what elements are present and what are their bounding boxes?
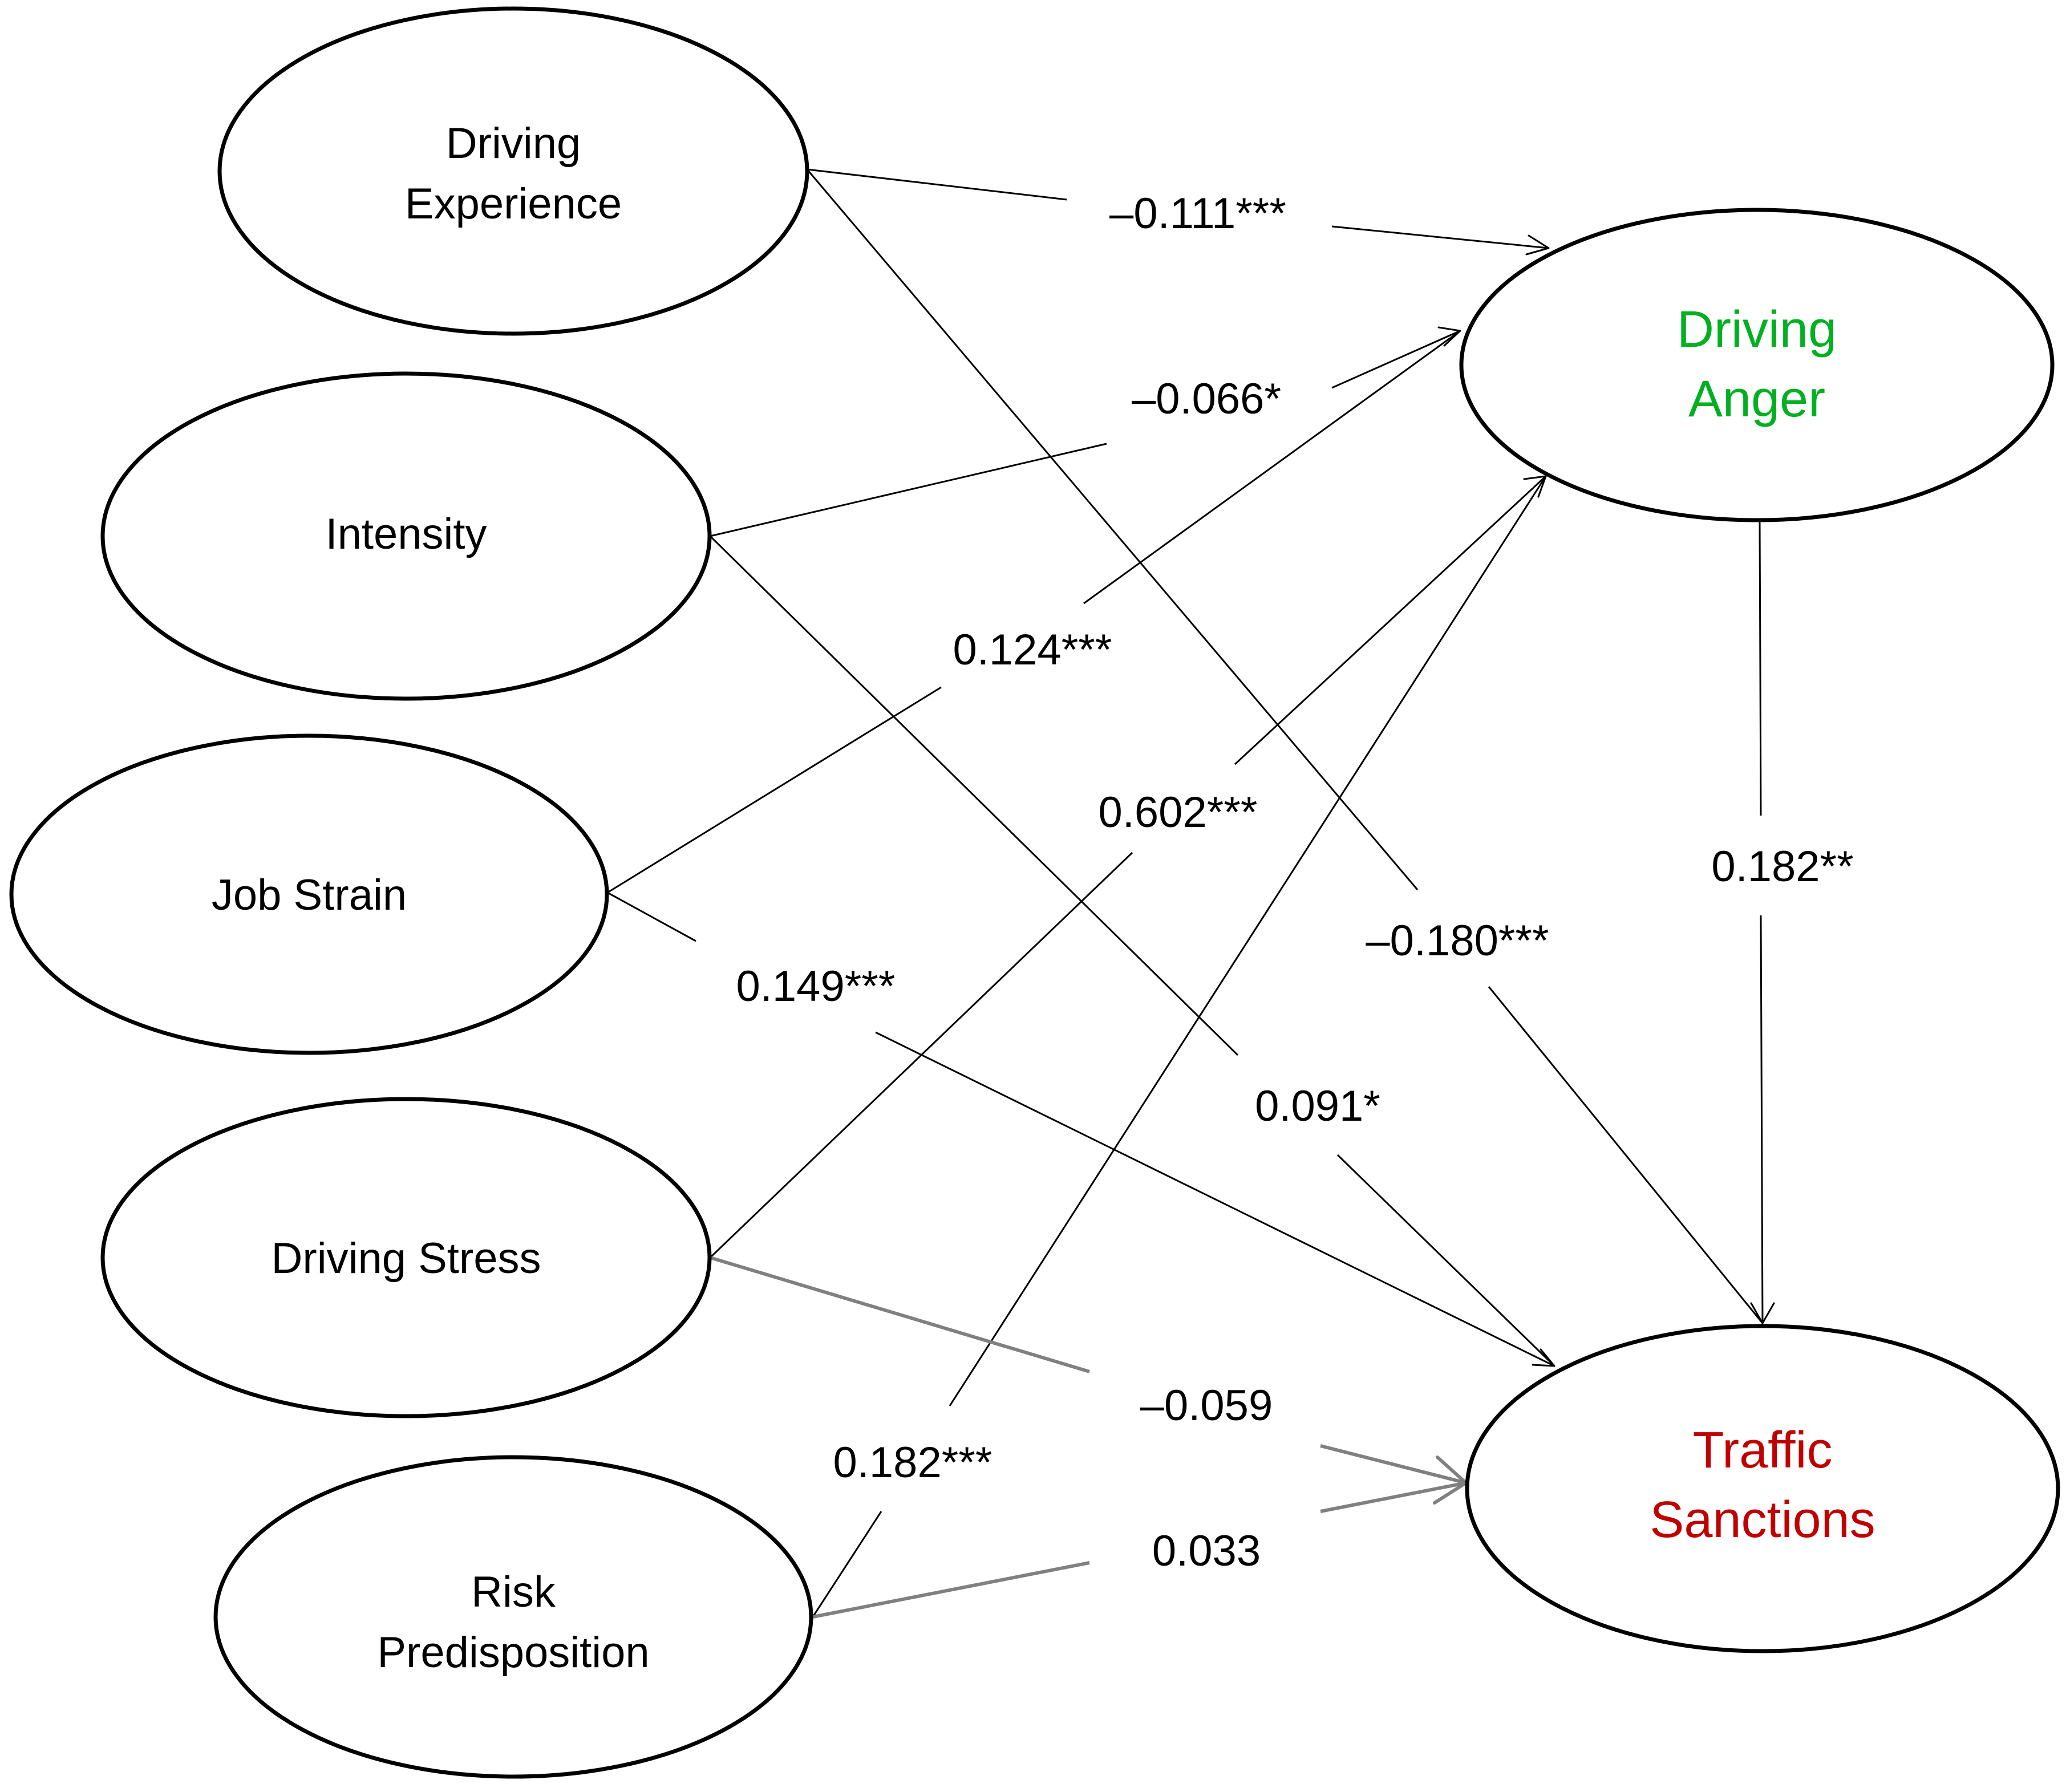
path-lines xyxy=(607,168,1775,1619)
node-label: Driving xyxy=(1677,301,1837,358)
path-intensity-to-sanctions xyxy=(709,535,1555,1367)
node-label: Intensity xyxy=(325,510,487,558)
coef-intensity-to-anger: –0.066* xyxy=(1132,375,1281,423)
coef-risk-to-sanctions: 0.033 xyxy=(1152,1527,1261,1575)
coef-stress-to-sanctions: –0.059 xyxy=(1140,1381,1273,1430)
coef-intensity-to-sanctions: 0.091* xyxy=(1255,1082,1380,1130)
node-label: Risk xyxy=(471,1568,556,1616)
node-label: Sanctions xyxy=(1650,1491,1875,1548)
path-jobstrain-to-anger xyxy=(607,330,1461,894)
node-driving-stress: Driving Stress xyxy=(100,1097,712,1418)
coef-stress-to-anger: 0.602*** xyxy=(1099,788,1258,837)
coef-risk-to-anger: 0.182*** xyxy=(833,1438,993,1487)
path-intensity-to-anger xyxy=(710,326,1461,537)
coef-experience-to-sanctions: –0.180*** xyxy=(1366,917,1549,965)
coef-jobstrain-to-anger: 0.124*** xyxy=(953,626,1112,674)
node-label: Traffic xyxy=(1692,1422,1832,1479)
node-label: Predisposition xyxy=(377,1628,649,1677)
node-label: Driving Stress xyxy=(272,1234,541,1283)
node-label: Experience xyxy=(405,180,622,228)
coef-jobstrain-to-sanctions: 0.149*** xyxy=(736,962,896,1011)
node-driving-experience: Driving Experience xyxy=(217,6,809,336)
coef-anger-to-sanctions: 0.182** xyxy=(1711,842,1853,891)
path-stress-to-anger xyxy=(709,475,1547,1259)
node-job-strain: Job Strain xyxy=(9,733,609,1055)
node-label: Driving xyxy=(446,119,581,168)
path-risk-to-anger xyxy=(812,476,1547,1617)
path-anger-to-sanctions xyxy=(1750,521,1775,1324)
node-traffic-sanctions: Traffic Sanctions xyxy=(1465,1324,2060,1653)
path-experience-to-sanctions xyxy=(806,169,1764,1324)
coefficient-labels: –0.111*** –0.066* 0.124*** 0.602*** 0.18… xyxy=(736,189,1854,1575)
node-intensity: Intensity xyxy=(100,371,712,701)
path-risk-to-sanctions xyxy=(812,1481,1467,1619)
path-experience-to-anger xyxy=(807,168,1550,256)
node-risk-predisposition: Risk Predisposition xyxy=(213,1455,813,1779)
node-label: Job Strain xyxy=(212,871,407,919)
path-stress-to-sanctions xyxy=(710,1256,1468,1505)
node-driving-anger: Driving Anger xyxy=(1459,208,2055,522)
node-label: Anger xyxy=(1688,371,1825,428)
coef-experience-to-anger: –0.111*** xyxy=(1109,189,1286,238)
